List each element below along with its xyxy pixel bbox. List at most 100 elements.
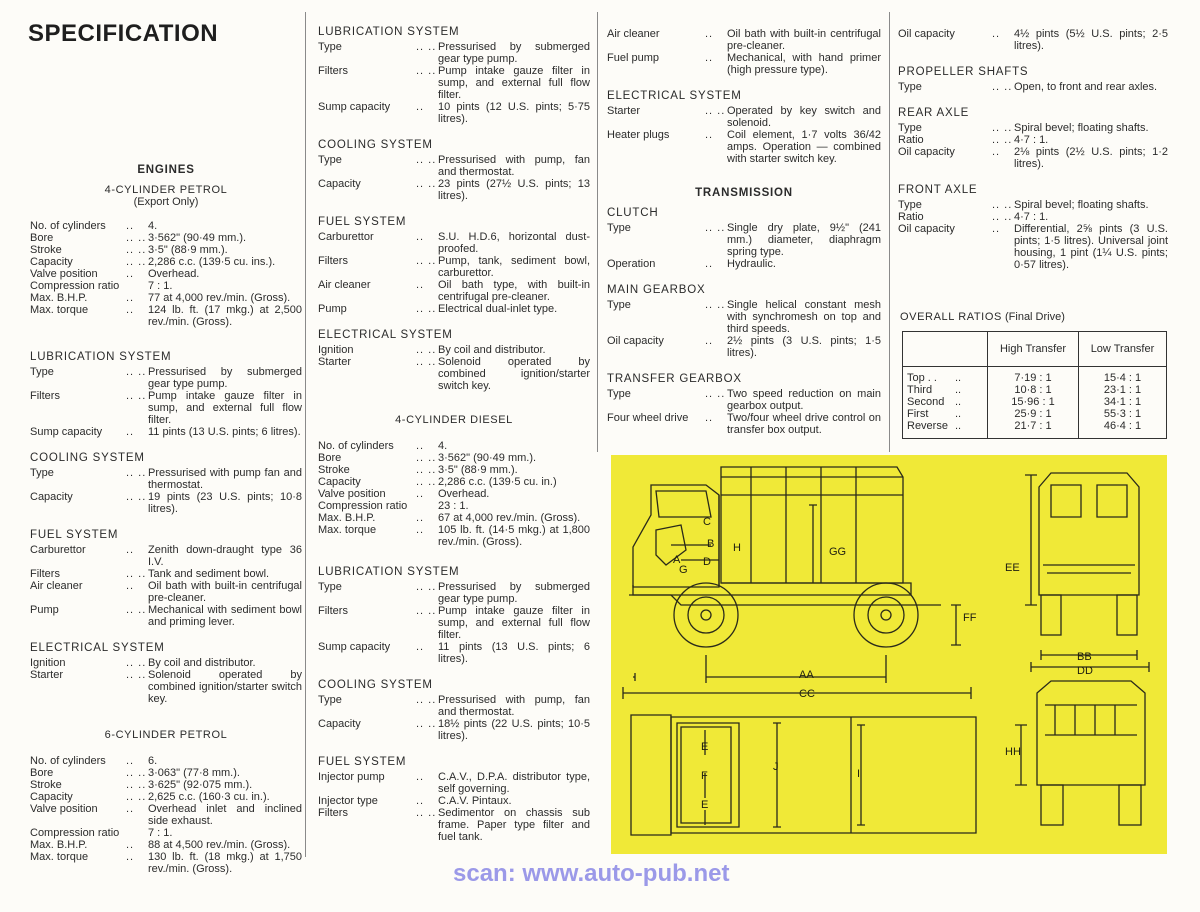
gear-dots: .. (955, 396, 962, 408)
spec-value: Pressurised with pump, fan and thermosta… (438, 694, 590, 718)
spec-value: 2,286 c.c. (139·5 cu. in.) (438, 476, 557, 488)
spec-dots: .. (416, 101, 425, 113)
spec-label: Capacity (30, 791, 73, 803)
ratios-header-row: High Transfer Low Transfer (902, 331, 1167, 367)
spec-value: Differential, 2⅝ pints (3 U.S. pints; 1·… (1014, 223, 1168, 271)
spec-row: Ratio.. ..4·7 : 1. (898, 211, 1168, 223)
spec-row: Stroke.. ..3·5" (88·9 mm.). (318, 464, 590, 476)
spec-dots: .. .. (416, 605, 437, 617)
spec-label: Capacity (30, 256, 73, 268)
spec-label: Valve position (30, 803, 98, 815)
spec-value: Pump intake gauze filter in sump, and ex… (438, 65, 590, 101)
column-2: LUBRICATION SYSTEM Type.. ..Pressurised … (318, 14, 590, 843)
spec-row: Type.. ..Pressurised with pump fan and t… (30, 467, 302, 491)
spec-value: Open, to front and rear axles. (1014, 81, 1158, 93)
spec-row: Type.. ..Pressurised by submerged gear t… (318, 41, 590, 65)
spec-dots: .. (126, 851, 135, 863)
spec-dots: .. (705, 412, 714, 424)
high-transfer-ratio: 7·19 : 1 (987, 366, 1079, 384)
spec-label: Ignition (30, 657, 66, 669)
cooling-heading: COOLING SYSTEM (318, 679, 433, 691)
spec-value: 23 pints (27½ U.S. pints; 13 litres). (438, 178, 590, 202)
gear-label: Second (907, 396, 945, 408)
spec-dots: .. .. (126, 779, 147, 791)
spec-row: Valve position..Overhead. (30, 268, 302, 280)
spec-dots: .. .. (126, 244, 147, 256)
spec-row: Capacity.. ..18½ pints (22 U.S. pints; 1… (318, 718, 590, 742)
spec-label: Capacity (318, 178, 361, 190)
diagram-label: H (733, 542, 741, 554)
diagram-label: D (703, 556, 711, 568)
gear-label: Top . . (907, 372, 937, 384)
spec-label: Ratio (898, 134, 924, 146)
spec-value: 11 pints (13 U.S. pints; 6 litres). (148, 426, 301, 438)
spec-label: Four wheel drive (607, 412, 689, 424)
spec-dots: .. .. (416, 344, 437, 356)
spec-dots: .. .. (126, 366, 147, 378)
engines-heading: ENGINES (137, 164, 195, 176)
spec-label: Filters (30, 568, 60, 580)
front-axle-heading: FRONT AXLE (898, 184, 978, 196)
spec-row: Capacity.. ..2,286 c.c. (139·5 cu. in.) (318, 476, 590, 488)
column-4: Oil capacity..4½ pints (5½ U.S. pints; 2… (898, 28, 1168, 271)
spec-label: Type (607, 299, 631, 311)
spec-dots: .. .. (416, 255, 437, 267)
high-transfer-ratio: 15·96 : 1 (987, 396, 1079, 408)
spec-row: No. of cylinders..6. (30, 755, 302, 767)
diagram-label: CC (799, 688, 815, 700)
spec-label: Max. B.H.P. (318, 512, 376, 524)
spec-value: Spiral bevel; floating shafts. (1014, 199, 1149, 211)
spec-dots: .. .. (126, 467, 147, 479)
petrol4-specs: No. of cylinders..4.Bore.. ..3·562" (90·… (30, 220, 302, 328)
electrical-specs: Ignition.. ..By coil and distributor.Sta… (30, 657, 302, 705)
spec-dots: .. .. (126, 568, 147, 580)
spec-row: Max. B.H.P...67 at 4,000 rev./min. (Gros… (318, 512, 590, 524)
spec-value: 130 lb. ft. (18 mkg.) at 1,750 rev./min.… (148, 851, 302, 875)
diesel-specs: No. of cylinders..4.Bore.. ..3·562" (90·… (318, 440, 590, 548)
transfer-specs: Type.. ..Two speed reduction on main gea… (607, 388, 881, 436)
spec-dots: .. (705, 258, 714, 270)
spec-value: Single helical constant mesh with synchr… (727, 299, 881, 335)
spec-label: Pump (30, 604, 59, 616)
spec-label: Bore (318, 452, 342, 464)
cooling-specs: Type.. ..Pressurised with pump, fan and … (318, 694, 590, 742)
spec-dots: .. .. (126, 604, 147, 616)
spec-label: Max. torque (30, 851, 89, 863)
spec-value: 23 : 1. (438, 500, 469, 512)
vehicle-dimension-diagram: C B H A G D GG EE FF AA BB DD CC HH J I … (611, 455, 1167, 854)
spec-row: Type.. ..Pressurised with pump, fan and … (318, 154, 590, 178)
spec-row: Max. torque..124 lb. ft. (17 mkg.) at 2,… (30, 304, 302, 328)
spec-dots: .. .. (992, 211, 1013, 223)
spec-value: 6. (148, 755, 158, 767)
gear-label: Reverse (907, 420, 948, 432)
spec-row: Bore.. ..3·562" (90·49 mm.). (318, 452, 590, 464)
spec-label: Max. B.H.P. (30, 292, 88, 304)
spec-value: Solenoid operated by combined ignition/s… (438, 356, 590, 392)
spec-row: Type.. ..Pressurised by submerged gear t… (318, 581, 590, 605)
rear-axle-specs: Type.. ..Spiral bevel; floating shafts.R… (898, 122, 1168, 170)
spec-label: Type (318, 154, 342, 166)
gearbox-heading: MAIN GEARBOX (607, 284, 706, 296)
spec-value: By coil and distributor. (438, 344, 546, 356)
spec-dots: .. (416, 279, 425, 291)
spec-label: Stroke (30, 244, 62, 256)
spec-row: Capacity.. ..2,625 c.c. (160·3 cu. in.). (30, 791, 302, 803)
fuel-specs: Carburettor..Zenith down-draught type 36… (30, 544, 302, 628)
lubrication-specs: Type.. ..Pressurised by submerged gear t… (30, 366, 302, 438)
spec-dots: .. .. (416, 303, 437, 315)
spec-label: Type (318, 581, 342, 593)
spec-row: Oil capacity..Differential, 2⅝ pints (3 … (898, 223, 1168, 271)
spec-value: 88 at 4,500 rev./min. (Gross). (148, 839, 291, 851)
rear-axle-heading: REAR AXLE (898, 107, 970, 119)
spec-label: Bore (30, 767, 54, 779)
spec-value: Mechanical, with hand primer (high press… (727, 52, 881, 76)
spec-value: C.A.V. Pintaux. (438, 795, 512, 807)
spec-label: Type (30, 366, 54, 378)
clutch-specs: Type.. ..Single dry plate, 9½" (241 mm.)… (607, 222, 881, 270)
spec-label: No. of cylinders (30, 755, 106, 767)
spec-value: 3·5" (88·9 mm.). (148, 244, 228, 256)
column-divider (597, 12, 598, 452)
spec-row: Valve position..Overhead inlet and incli… (30, 803, 302, 827)
spec-label: Type (318, 694, 342, 706)
